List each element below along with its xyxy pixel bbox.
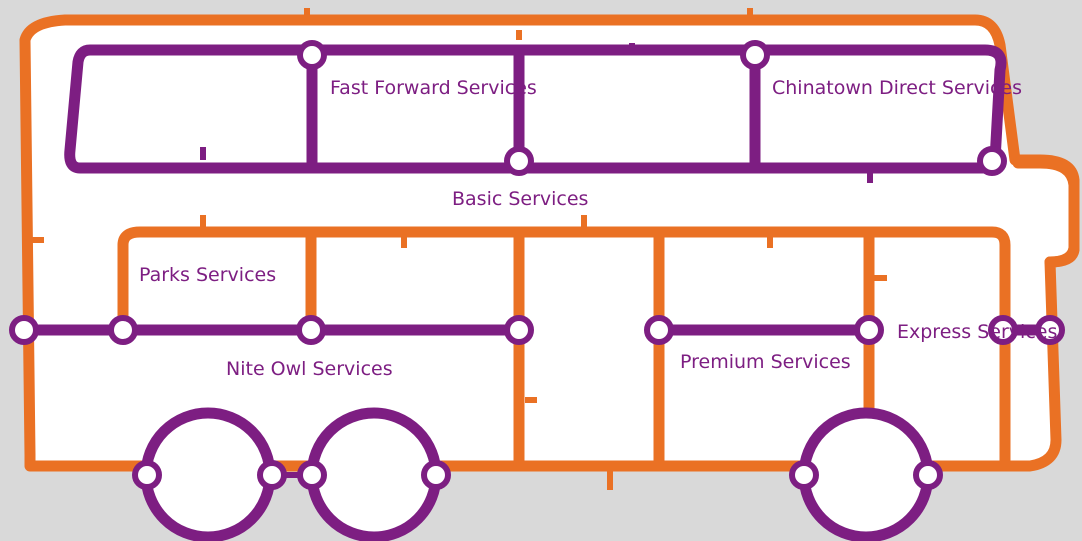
node-nite-owl-left — [9, 315, 39, 345]
label-fast-forward: Fast Forward Services — [330, 77, 537, 99]
label-chinatown: Chinatown Direct Services — [772, 77, 1023, 99]
label-parks: Parks Services — [139, 264, 277, 286]
node-premium-left — [644, 315, 674, 345]
outline-ticks — [32, 8, 753, 490]
node-basic — [504, 146, 534, 176]
label-basic: Basic Services — [452, 188, 589, 210]
node-wheel-5 — [789, 460, 819, 490]
node-chinatown — [740, 40, 770, 70]
node-wheel-6 — [913, 460, 943, 490]
station-nodes — [9, 40, 1065, 490]
node-fast-forward — [297, 40, 327, 70]
node-premium-right — [854, 315, 884, 345]
node-parks — [108, 315, 138, 345]
label-premium: Premium Services — [680, 351, 851, 373]
node-wheel-2 — [257, 460, 287, 490]
upper-deck-ticks — [200, 43, 873, 183]
node-express-left — [988, 315, 1018, 345]
wheel-rear-right — [306, 407, 442, 541]
node-upper-right — [977, 146, 1007, 176]
lower-deck-frame — [117, 226, 1011, 466]
label-nite-owl: Nite Owl Services — [226, 358, 393, 380]
node-wheel-3 — [297, 460, 327, 490]
bus-front-bump — [1012, 157, 1080, 268]
node-nite-owl-right — [504, 315, 534, 345]
label-express: Express Services — [897, 321, 1058, 343]
lower-deck-ticks — [200, 215, 887, 403]
wheel-rear-left — [140, 407, 276, 541]
node-nite-owl-mid — [296, 315, 326, 345]
node-wheel-4 — [421, 460, 451, 490]
wheel-front — [798, 407, 934, 541]
node-wheel-1 — [132, 460, 162, 490]
node-express-right — [1035, 315, 1065, 345]
